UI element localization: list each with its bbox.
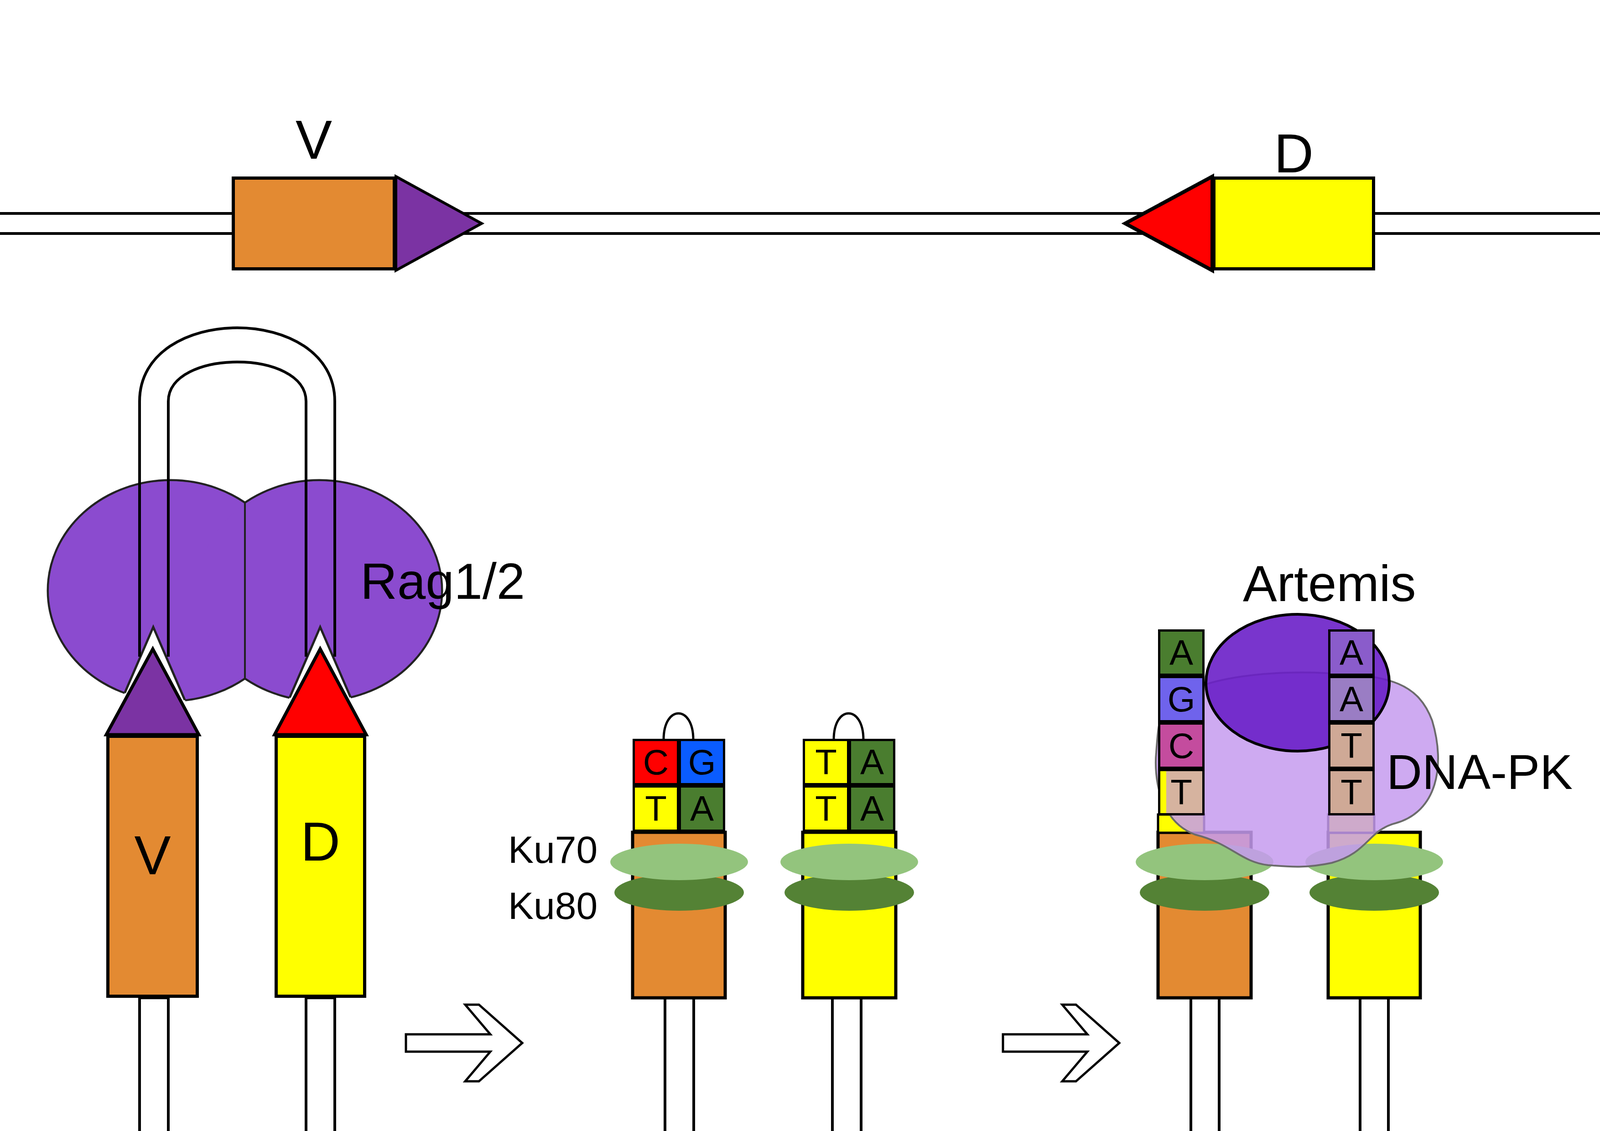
nucleotide-letter: G xyxy=(688,744,717,780)
nucleotide-box: A xyxy=(1328,629,1375,676)
gene-segment: V xyxy=(106,734,199,998)
dna-strand xyxy=(664,997,694,1131)
hairpin xyxy=(663,713,694,740)
nucleotide-box: T xyxy=(1328,722,1375,769)
protein-label: Rag1/2 xyxy=(360,555,525,608)
rag-notch xyxy=(271,627,369,739)
nucleotide-box: A xyxy=(848,785,896,832)
nucleotide-letter: A xyxy=(860,744,884,780)
nucleotide-box: T xyxy=(1158,768,1205,816)
nucleotide-letter: T xyxy=(815,744,837,780)
rss-triangle xyxy=(274,649,367,735)
nucleotide-box: C xyxy=(632,738,680,786)
protein-label: Ku80 xyxy=(508,886,598,925)
rag-notch xyxy=(104,627,202,739)
label-holder: Ku80 xyxy=(508,905,598,945)
nucleotide-box: G xyxy=(1158,675,1205,723)
nucleotide-letter: A xyxy=(1339,681,1364,717)
protein-label: DNA-PK xyxy=(1386,747,1573,797)
label-holder: Ku70 xyxy=(508,849,598,889)
segment-label: V xyxy=(295,112,333,167)
nucleotide-letter: A xyxy=(690,790,714,827)
nucleotide-box: A xyxy=(678,785,726,832)
nucleotide-letter: T xyxy=(1340,727,1363,764)
hairpin xyxy=(833,713,864,740)
label-holder: DNA-PK xyxy=(1386,772,1573,822)
nucleotide-letter: A xyxy=(860,790,884,827)
ku70-ring xyxy=(610,843,749,881)
nucleotide-box: A xyxy=(1328,675,1375,723)
dna-strand xyxy=(306,997,335,1131)
nucleotide-letter: G xyxy=(1167,681,1196,717)
nucleotide-box: T xyxy=(1328,768,1375,816)
nucleotide-letter: A xyxy=(1339,634,1364,671)
dna-loop xyxy=(168,362,307,657)
nucleotide-letter: T xyxy=(1170,774,1193,811)
nucleotide-letter: T xyxy=(1340,774,1363,811)
rag-divider xyxy=(244,503,246,679)
segment-label: D xyxy=(1273,125,1314,181)
nucleotide-letter: C xyxy=(643,744,669,780)
gene-segment: D xyxy=(274,734,367,998)
nucleotide-box: C xyxy=(1158,722,1205,769)
rss-triangle xyxy=(395,176,482,271)
segment-label: V xyxy=(134,827,171,883)
label-holder: Rag1/2 xyxy=(360,581,525,633)
dna-strand xyxy=(1360,997,1389,1131)
protein-label: Ku70 xyxy=(508,830,598,869)
step-arrow xyxy=(405,1004,523,1082)
nucleotide-letter: C xyxy=(1168,727,1195,764)
nucleotide-box: G xyxy=(678,738,726,786)
ku70-ring xyxy=(780,843,919,881)
protein-label: Artemis xyxy=(1242,558,1417,610)
segment-label: D xyxy=(300,814,341,869)
dna-strand xyxy=(139,997,169,1131)
gene-segment: D xyxy=(1212,176,1376,271)
nucleotide-box: T xyxy=(632,785,680,832)
dna-strand xyxy=(832,997,862,1131)
rss-triangle xyxy=(106,649,199,735)
nucleotide-box: T xyxy=(802,738,850,786)
nucleotide-letter: A xyxy=(1169,634,1194,671)
nucleotide-letter: T xyxy=(815,790,837,827)
dna-strand xyxy=(1190,997,1220,1131)
gene-segment: V xyxy=(231,176,396,271)
nucleotide-box: T xyxy=(802,785,850,832)
step-arrow xyxy=(1002,1004,1120,1082)
nucleotide-box: A xyxy=(1158,629,1205,676)
label-holder: Artemis xyxy=(1242,583,1417,635)
rss-triangle xyxy=(1125,176,1213,271)
nucleotide-box: A xyxy=(848,738,896,786)
nucleotide-letter: T xyxy=(644,790,667,827)
dna-loop xyxy=(139,327,335,657)
